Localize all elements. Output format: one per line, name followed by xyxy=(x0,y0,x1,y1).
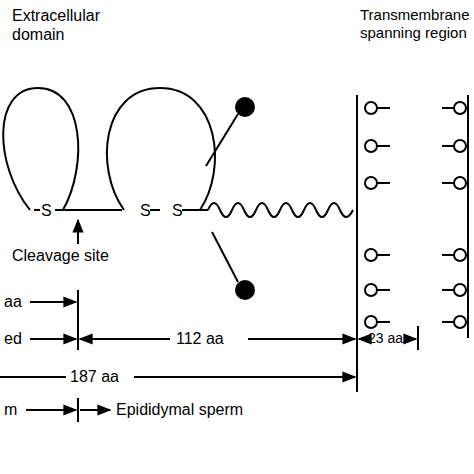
membrane-line xyxy=(467,95,469,338)
dimension-label: ed xyxy=(4,329,22,348)
dimension-label: m xyxy=(4,400,17,419)
dimension-line xyxy=(80,409,110,411)
dimension-tick xyxy=(77,398,79,422)
region-heading: Transmembrane spanning region xyxy=(360,6,472,42)
peptide-chain xyxy=(55,209,122,211)
glycan-stalk xyxy=(212,232,238,282)
dimension-line xyxy=(30,338,76,340)
membrane-line xyxy=(356,95,358,338)
sulfur-label: S xyxy=(41,201,52,220)
wavy-chain xyxy=(208,203,353,217)
glycan-head xyxy=(235,97,255,117)
sulfur-label: S xyxy=(140,201,151,220)
dimension-line xyxy=(359,338,366,340)
dimension-line xyxy=(26,409,76,411)
dimension-label: 112 aa xyxy=(176,329,224,348)
glycan-stalk xyxy=(206,114,238,166)
dimension-line xyxy=(0,376,66,378)
dimension-tick xyxy=(417,326,419,350)
glycan-head xyxy=(235,280,255,300)
dimension-line xyxy=(248,338,355,340)
disulfide-dash xyxy=(150,209,160,211)
peptide-loop xyxy=(107,88,215,210)
dimension-line xyxy=(30,301,76,303)
dimension-label: 187 aa xyxy=(70,367,119,386)
dimension-label: Epididymal sperm xyxy=(116,400,243,419)
cleavage-arrow xyxy=(77,220,79,244)
dimension-tick xyxy=(356,326,358,392)
site-label: Cleavage site xyxy=(12,246,109,265)
dimension-line xyxy=(80,338,170,340)
sulfur-label: S xyxy=(172,201,183,220)
dimension-line xyxy=(410,338,416,340)
dimension-label: aa xyxy=(4,292,22,311)
dimension-tick xyxy=(77,290,79,350)
region-heading: Extracellular domain xyxy=(12,6,124,44)
peptide-loop xyxy=(3,88,78,210)
disulfide-dash xyxy=(182,209,208,211)
dimension-label: 23 aa xyxy=(368,330,403,347)
lipid-row xyxy=(365,102,466,328)
dimension-line xyxy=(134,376,355,378)
disulfide-dash xyxy=(34,209,40,211)
